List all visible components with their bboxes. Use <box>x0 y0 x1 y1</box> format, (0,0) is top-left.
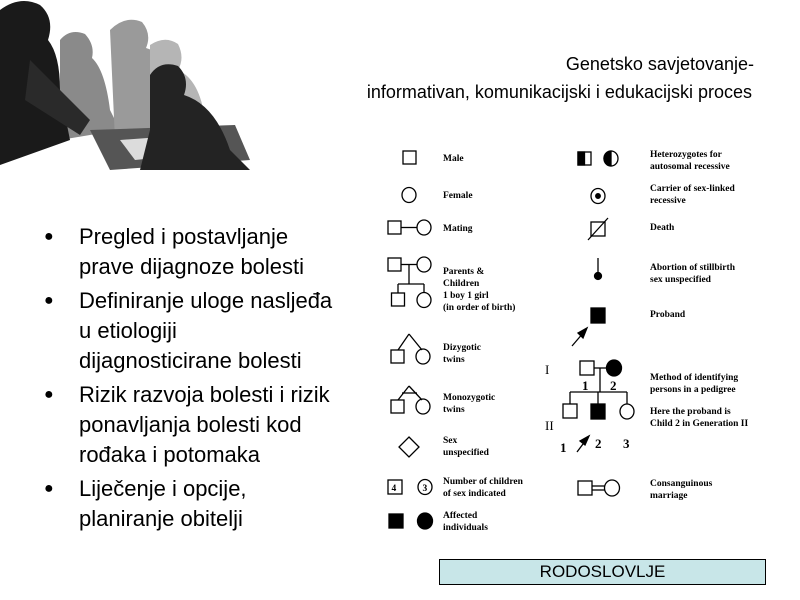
legend-label: Method of identifying <box>650 373 738 383</box>
legend-label: twins <box>443 355 465 365</box>
bullet-item: ● Definiranje uloge nasljeđa u etiologij… <box>44 286 389 376</box>
dizygotic-twins-symbol-icon <box>390 333 431 365</box>
bullet-icon: ● <box>44 480 54 497</box>
bullet-line: Rizik razvoja bolesti i rizik <box>79 382 330 407</box>
legend-label: Children <box>443 279 480 289</box>
legend-label: Female <box>443 191 473 201</box>
slide-title: Genetsko savjetovanje- informativan, kom… <box>366 50 754 106</box>
legend-label: sex unspecified <box>650 275 712 285</box>
legend-label: Affected <box>443 511 478 521</box>
bullet-line: prave dijagnoze bolesti <box>79 254 305 279</box>
female-symbol-icon <box>401 186 417 204</box>
bullet-line: u etiologiji <box>79 318 177 343</box>
legend-label: of sex indicated <box>443 489 507 499</box>
legend-label: (in order of birth) <box>443 302 515 313</box>
legend-label: Abortion of stillbirth <box>650 263 736 273</box>
bullet-item: ● Pregled i postavljanje prave dijagnoze… <box>44 222 389 282</box>
title-line-2: informativan, komunikacijski i edukacijs… <box>366 82 752 102</box>
sex-unspecified-diamond-icon <box>398 436 420 458</box>
affected-individuals-symbol-icon <box>388 512 434 530</box>
bullet-line: rođaka i potomaka <box>79 442 260 467</box>
consanguineous-marriage-symbol-icon <box>577 479 621 497</box>
individual-number: 3 <box>623 436 630 451</box>
legend-label: Number of children <box>443 477 524 487</box>
bullet-line: Definiranje uloge nasljeđa <box>79 288 333 313</box>
legend-label: unspecified <box>443 448 490 458</box>
abortion-symbol-icon <box>593 258 603 281</box>
death-symbol-icon <box>587 217 609 241</box>
legend-label: Proband <box>650 310 686 320</box>
male-symbol-icon <box>402 150 417 165</box>
legend-label: 1 boy 1 girl <box>443 291 489 301</box>
legend-label: Death <box>650 223 675 233</box>
legend-label: Here the proband is <box>650 407 731 417</box>
legend-label: twins <box>443 405 465 415</box>
legend-label: Carrier of sex-linked <box>650 184 735 194</box>
bullet-icon: ● <box>44 292 54 309</box>
individual-number: 2 <box>610 378 617 393</box>
individual-number: 1 <box>582 378 589 393</box>
bullet-line: Pregled i postavljanje <box>79 224 289 249</box>
proband-symbol-icon <box>571 307 606 347</box>
legend-label: individuals <box>443 523 488 533</box>
monozygotic-twins-symbol-icon <box>390 385 431 415</box>
legend-label: marriage <box>650 491 687 501</box>
heterozygote-symbol-icon <box>577 150 619 167</box>
bullet-item: ● Rizik razvoja bolesti i rizik ponavlja… <box>44 380 389 470</box>
caption-box: RODOSLOVLJE <box>439 559 766 585</box>
example-pedigree-icon <box>562 359 635 453</box>
generation-label: II <box>545 418 554 433</box>
number-circled-label: 3 <box>423 484 428 494</box>
legend-label: Heterozygotes for <box>650 150 723 160</box>
legend-label: Monozygotic <box>443 393 495 403</box>
number-children-symbol-icon <box>387 478 433 496</box>
bullet-line: Liječenje i opcije, <box>79 476 247 501</box>
bullet-line: ponavljanja bolesti kod <box>79 412 302 437</box>
parents-children-symbol-icon <box>387 256 432 309</box>
bullet-icon: ● <box>44 228 54 245</box>
bullet-icon: ● <box>44 386 54 403</box>
people-silhouette-image <box>0 0 255 178</box>
legend-label: autosomal recessive <box>650 162 730 172</box>
bullet-line: dijagnosticirane bolesti <box>79 348 302 373</box>
generation-label: I <box>545 362 549 377</box>
individual-number: 1 <box>560 440 567 455</box>
legend-label: Sex <box>443 436 458 446</box>
pedigree-legend-diagram: Male Female Mating Parents & Children 1 … <box>387 150 748 533</box>
mating-symbol-icon <box>387 219 432 236</box>
title-line-1: Genetsko savjetovanje- <box>565 54 754 74</box>
legend-label: Male <box>443 154 464 164</box>
bullet-list: ● Pregled i postavljanje prave dijagnoze… <box>44 222 389 538</box>
legend-label: Dizygotic <box>443 343 481 353</box>
bullet-line: planiranje obitelji <box>79 506 243 531</box>
legend-label: Mating <box>443 224 473 234</box>
legend-label: Parents & <box>443 267 484 277</box>
carrier-sex-linked-symbol-icon <box>590 187 606 205</box>
individual-number: 2 <box>595 436 602 451</box>
legend-label: recessive <box>650 196 686 206</box>
bullet-item: ● Liječenje i opcije, planiranje obitelj… <box>44 474 389 534</box>
legend-label: persons in a pedigree <box>650 385 736 395</box>
number-boxed-label: 4 <box>392 484 397 494</box>
legend-label: Child 2 in Generation II <box>650 419 748 429</box>
legend-label: Consanguinous <box>650 479 713 489</box>
